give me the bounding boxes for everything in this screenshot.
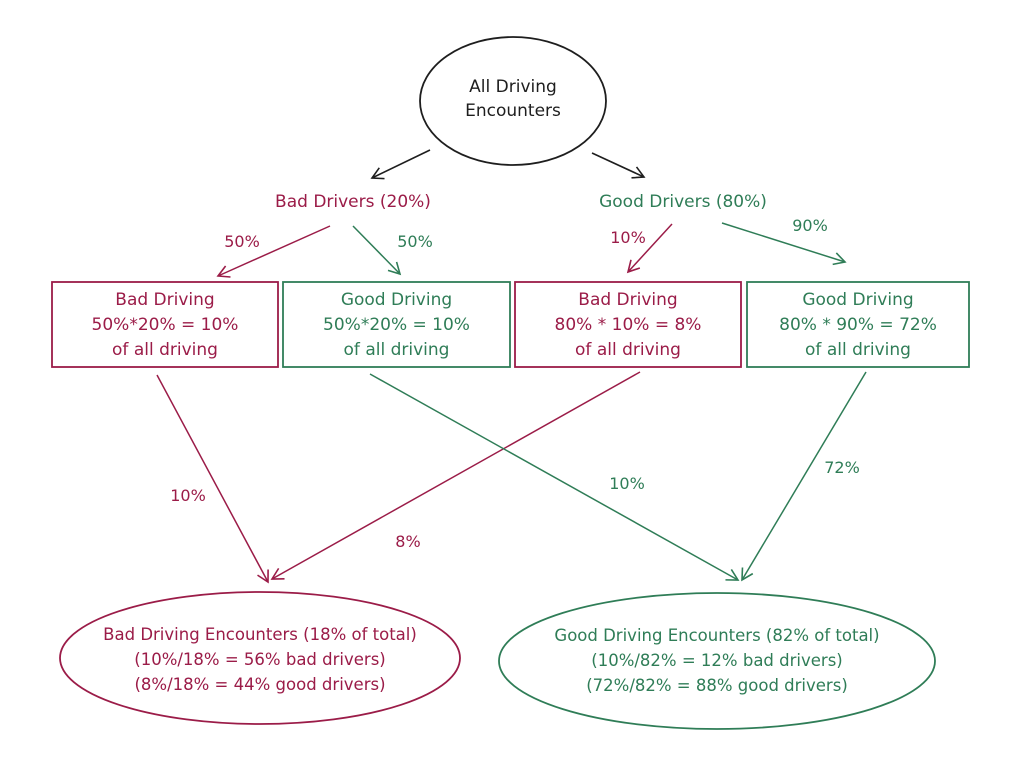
bad-encounters-text: Bad Driving Encounters (18% of total) (1… <box>70 622 450 697</box>
box4-note: of all driving <box>805 340 911 360</box>
edge-box2-to-good-encounters <box>369 373 740 581</box>
box3-note: of all driving <box>575 340 681 360</box>
bad-encounters-line2: (10%/18% = 56% bad drivers) <box>134 650 386 669</box>
edge-label-box1-to-bad-enc: 10% <box>170 486 206 505</box>
box1-title: Bad Driving <box>115 290 215 310</box>
box2-calc: 50%*20% = 10% <box>323 315 470 335</box>
box-good-driving-good-drivers <box>746 281 970 368</box>
edge-good-drivers-to-bad-driving <box>626 223 673 274</box>
box2-text: Good Driving 50%*20% = 10% of all drivin… <box>283 288 510 363</box>
box-bad-driving-bad-drivers <box>51 281 279 368</box>
box2-note: of all driving <box>343 340 450 360</box>
box2-title: Good Driving <box>340 290 453 310</box>
bad-encounters-line1: Bad Driving Encounters (18% of total) <box>103 625 417 644</box>
box1-text: Bad Driving 50%*20% = 10% of all driving <box>52 288 278 363</box>
edge-label-box4-to-good-enc: 72% <box>824 458 860 477</box>
box3-title: Bad Driving <box>578 290 678 310</box>
good-encounters-text: Good Driving Encounters (82% of total) (… <box>515 623 919 698</box>
edge-good-drivers-to-good-driving <box>721 222 847 266</box>
root-label-line2: Encounters <box>465 101 561 121</box>
box1-calc: 50%*20% = 10% <box>91 315 239 335</box>
box1-note: of all driving <box>112 340 218 360</box>
edge-label-bad-to-good: 50% <box>397 232 433 251</box>
box4-text: Good Driving 80% * 90% = 72% of all driv… <box>747 288 969 363</box>
edge-bad-drivers-to-bad-driving <box>216 225 331 278</box>
good-encounters-line1: Good Driving Encounters (82% of total) <box>554 626 880 645</box>
edge-bad-drivers-to-good-driving <box>352 225 402 276</box>
edge-label-box2-to-good-enc: 10% <box>609 474 645 493</box>
edge-label-bad-to-bad: 50% <box>224 232 260 251</box>
box3-text: Bad Driving 80% * 10% = 8% of all drivin… <box>515 288 741 363</box>
edge-label-box3-to-bad-enc: 8% <box>395 532 421 551</box>
box3-calc: 80% * 10% = 8% <box>554 315 702 335</box>
edge-label-good-to-good: 90% <box>792 216 828 235</box>
edge-root-to-bad-drivers <box>370 149 431 180</box>
box-bad-driving-good-drivers <box>514 281 742 368</box>
edge-box4-to-good-encounters <box>741 371 867 582</box>
box-good-driving-bad-drivers <box>282 281 511 368</box>
edge-box3-to-bad-encounters <box>270 371 641 580</box>
bad-encounters-ellipse <box>59 591 461 725</box>
root-label-line1: All Driving <box>469 77 557 97</box>
edge-box1-to-bad-encounters <box>156 374 269 584</box>
root-node-ellipse <box>419 36 607 166</box>
good-encounters-line2: (10%/82% = 12% bad drivers) <box>591 651 843 670</box>
good-encounters-line3: (72%/82% = 88% good drivers) <box>586 676 848 695</box>
box4-calc: 80% * 90% = 72% <box>779 315 937 335</box>
good-encounters-ellipse <box>498 592 936 730</box>
edge-label-good-to-bad: 10% <box>610 228 646 247</box>
box4-title: Good Driving <box>802 290 914 310</box>
edge-root-to-good-drivers <box>591 152 646 179</box>
bad-encounters-line3: (8%/18% = 44% good drivers) <box>134 675 386 694</box>
bad-drivers-label: Bad Drivers (20%) <box>275 192 431 212</box>
good-drivers-label: Good Drivers (80%) <box>599 192 767 212</box>
root-node-label: All Driving Encounters <box>443 75 583 123</box>
